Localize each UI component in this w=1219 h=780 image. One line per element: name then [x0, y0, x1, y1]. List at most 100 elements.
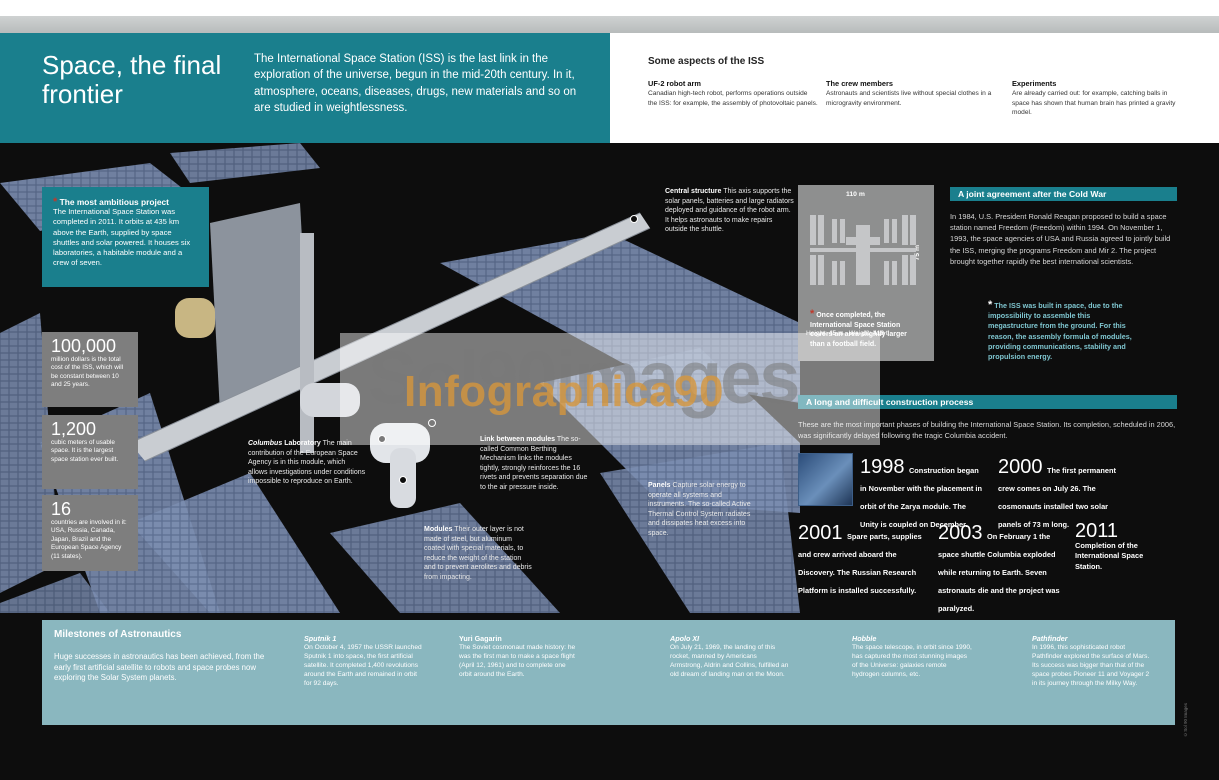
callout-modules: Modules Their outer layer is not made of… [424, 525, 534, 582]
phase-year: 2001 [798, 522, 843, 544]
columbus-module [300, 383, 360, 417]
dimension-meta: Height: 45 m Weight: 419 t [806, 330, 888, 337]
stat-space: 1,200 cubic meters of usable space. It i… [42, 415, 138, 489]
milestone-item: Yuri Gagarin The Soviet cosmonaut made h… [459, 634, 579, 679]
phase-2000: 2000 The first permanent crew comes on J… [998, 457, 1120, 532]
aspect-text: Canadian high-tech robot, performs opera… [648, 90, 818, 107]
cold-war-text: In 1984, U.S. President Ronald Reagan pr… [950, 212, 1171, 266]
callout-panels: Panels Capture solar energy to operate a… [648, 481, 758, 538]
callout-text: This axis supports the solar panels, bat… [665, 188, 794, 233]
milestone-title: Pathfinder [1032, 634, 1068, 643]
milestone-text: In 1996, this sophisticated robot Pathfi… [1032, 644, 1150, 687]
phase-year: 1998 [860, 456, 905, 478]
football-field-note: * Once completed, the International Spac… [810, 309, 920, 349]
iss-note-text: The ISS was built in space, due to the i… [988, 301, 1132, 362]
width-label: 110 m [846, 191, 865, 198]
asterisk-icon: * [53, 196, 58, 208]
callout-title: Link between modules [480, 436, 556, 443]
callout-title: Modules [424, 526, 453, 533]
callout-title: Columbus [248, 440, 283, 447]
hero-banner: Space, the final frontier The Internatio… [0, 33, 610, 143]
milestone-item: Pathfinder In 1996, this sophisticated r… [1032, 634, 1152, 688]
milestone-text: On October 4, 1957 the USSR launched Spu… [304, 644, 422, 687]
milestone-text: On July 21, 1969, the landing of this ro… [670, 644, 789, 678]
stat-text: countries are involved in it: USA, Russi… [51, 519, 127, 560]
truss-tower [300, 233, 314, 453]
aspect-text: Astronauts and scientists live without s… [826, 90, 992, 107]
construction-intro: These are the most important phases of b… [798, 420, 1176, 441]
solar-array [0, 573, 110, 613]
solar-array [170, 143, 320, 183]
page-title: Space, the final frontier [42, 50, 222, 109]
stat-cost: 100,000 million dollars is the total cos… [42, 332, 138, 407]
milestone-title: Apolo XI [670, 634, 700, 643]
callout-text: The so-called Common Berthing Mechanism … [480, 436, 588, 491]
football-note-text: Once completed, the International Space … [810, 312, 907, 348]
phase-2003: 2003 On February 1 the space shuttle Col… [938, 523, 1063, 616]
callout-title: Panels [648, 482, 671, 489]
phase-2011: 2011 Completion of the International Spa… [1075, 521, 1155, 572]
weight-unit: t [885, 330, 888, 337]
pointer-dot [630, 215, 638, 223]
aspects-heading: Some aspects of the ISS [648, 56, 765, 67]
phase-1998: 1998 Construction began in November with… [860, 457, 985, 532]
callout-text: Capture solar energy to operate all syst… [648, 482, 751, 537]
phase-year: 2003 [938, 522, 983, 544]
iss-built-note: * The ISS was built in space, due to the… [988, 300, 1138, 362]
milestone-title: Hobble [852, 634, 877, 643]
height-label: Height: [806, 330, 827, 337]
aspect-item: The crew members Astronauts and scientis… [826, 79, 996, 108]
aspect-title: The crew members [826, 79, 893, 88]
aspect-item: Experiments Are already carried out: for… [1012, 79, 1182, 118]
callout-text: Their outer layer is not made of steel, … [424, 526, 532, 581]
main-truss [129, 212, 651, 462]
pointer-dot [378, 435, 386, 443]
callout-title: Central structure [665, 188, 722, 195]
milestones-intro: Huge successes in astronautics has been … [54, 652, 265, 683]
radiator-panel [210, 203, 310, 413]
main-infographic: * The most ambitious project The Interna… [0, 143, 1219, 780]
shuttle-photo [798, 453, 853, 506]
pointer-dot [399, 476, 407, 484]
solar-array [130, 473, 340, 613]
callout-text: The main contribution of the European Sp… [248, 440, 366, 485]
ambitious-project-box: * The most ambitious project The Interna… [42, 187, 209, 287]
solar-array [330, 503, 560, 613]
phase-text: Spare parts, supplies and crew arrived a… [798, 532, 922, 595]
height-unit: m [837, 330, 844, 337]
phase-text: On February 1 the space shuttle Columbia… [938, 532, 1060, 613]
stat-value: 100,000 [51, 336, 117, 356]
stat-value: 16 [51, 499, 72, 519]
callout-columbus: Columbus Laboratory The main contributio… [248, 439, 366, 487]
aspects-panel: Some aspects of the ISS UF-2 robot arm C… [610, 33, 1219, 143]
intro-text: The International Space Station (ISS) is… [254, 53, 577, 115]
image-credit: ©Sol 90 Images [1183, 703, 1188, 737]
callout-central-structure: Central structure This axis supports the… [665, 187, 795, 235]
callout-title-suffix: Laboratory [284, 440, 321, 447]
aspect-item: UF-2 robot arm Canadian high-tech robot,… [648, 79, 818, 108]
milestone-title: Yuri Gagarin [459, 634, 502, 643]
aspect-text: Are already carried out: for example, ca… [1012, 90, 1176, 117]
height-value: 45 [828, 330, 837, 337]
stat-value: 1,200 [51, 419, 97, 439]
phase-year: 2000 [998, 456, 1043, 478]
aspect-title: Experiments [1012, 79, 1057, 88]
cold-war-heading: A joint agreement after the Cold War [950, 187, 1177, 201]
milestones-heading: Milestones of Astronautics [54, 629, 182, 640]
milestone-title: Sputnik 1 [304, 634, 337, 643]
watermark-text: Sol90images [368, 336, 800, 419]
milestone-item: Apolo XI On July 21, 1969, the landing o… [670, 634, 790, 679]
weight-label: Weight: [848, 330, 872, 337]
milestone-text: The space telescope, in orbit since 1990… [852, 644, 972, 678]
phase-text: The first permanent crew comes on July 2… [998, 466, 1116, 529]
phase-text: Completion of the International Space St… [1075, 541, 1144, 571]
pointer-dot [428, 419, 436, 427]
aspect-title: UF-2 robot arm [648, 79, 701, 88]
construction-heading: A long and difficult construction proces… [798, 395, 1177, 409]
milestone-item: Hobble The space telescope, in orbit sin… [852, 634, 972, 679]
milestone-text: The Soviet cosmonaut made history: he wa… [459, 644, 576, 678]
watermark: Sol90images Infographica90 [340, 333, 880, 445]
habitation-module [175, 298, 215, 338]
stat-text: million dollars is the total cost of the… [51, 356, 124, 389]
callout-link-modules: Link between modules The so-called Commo… [480, 435, 590, 492]
